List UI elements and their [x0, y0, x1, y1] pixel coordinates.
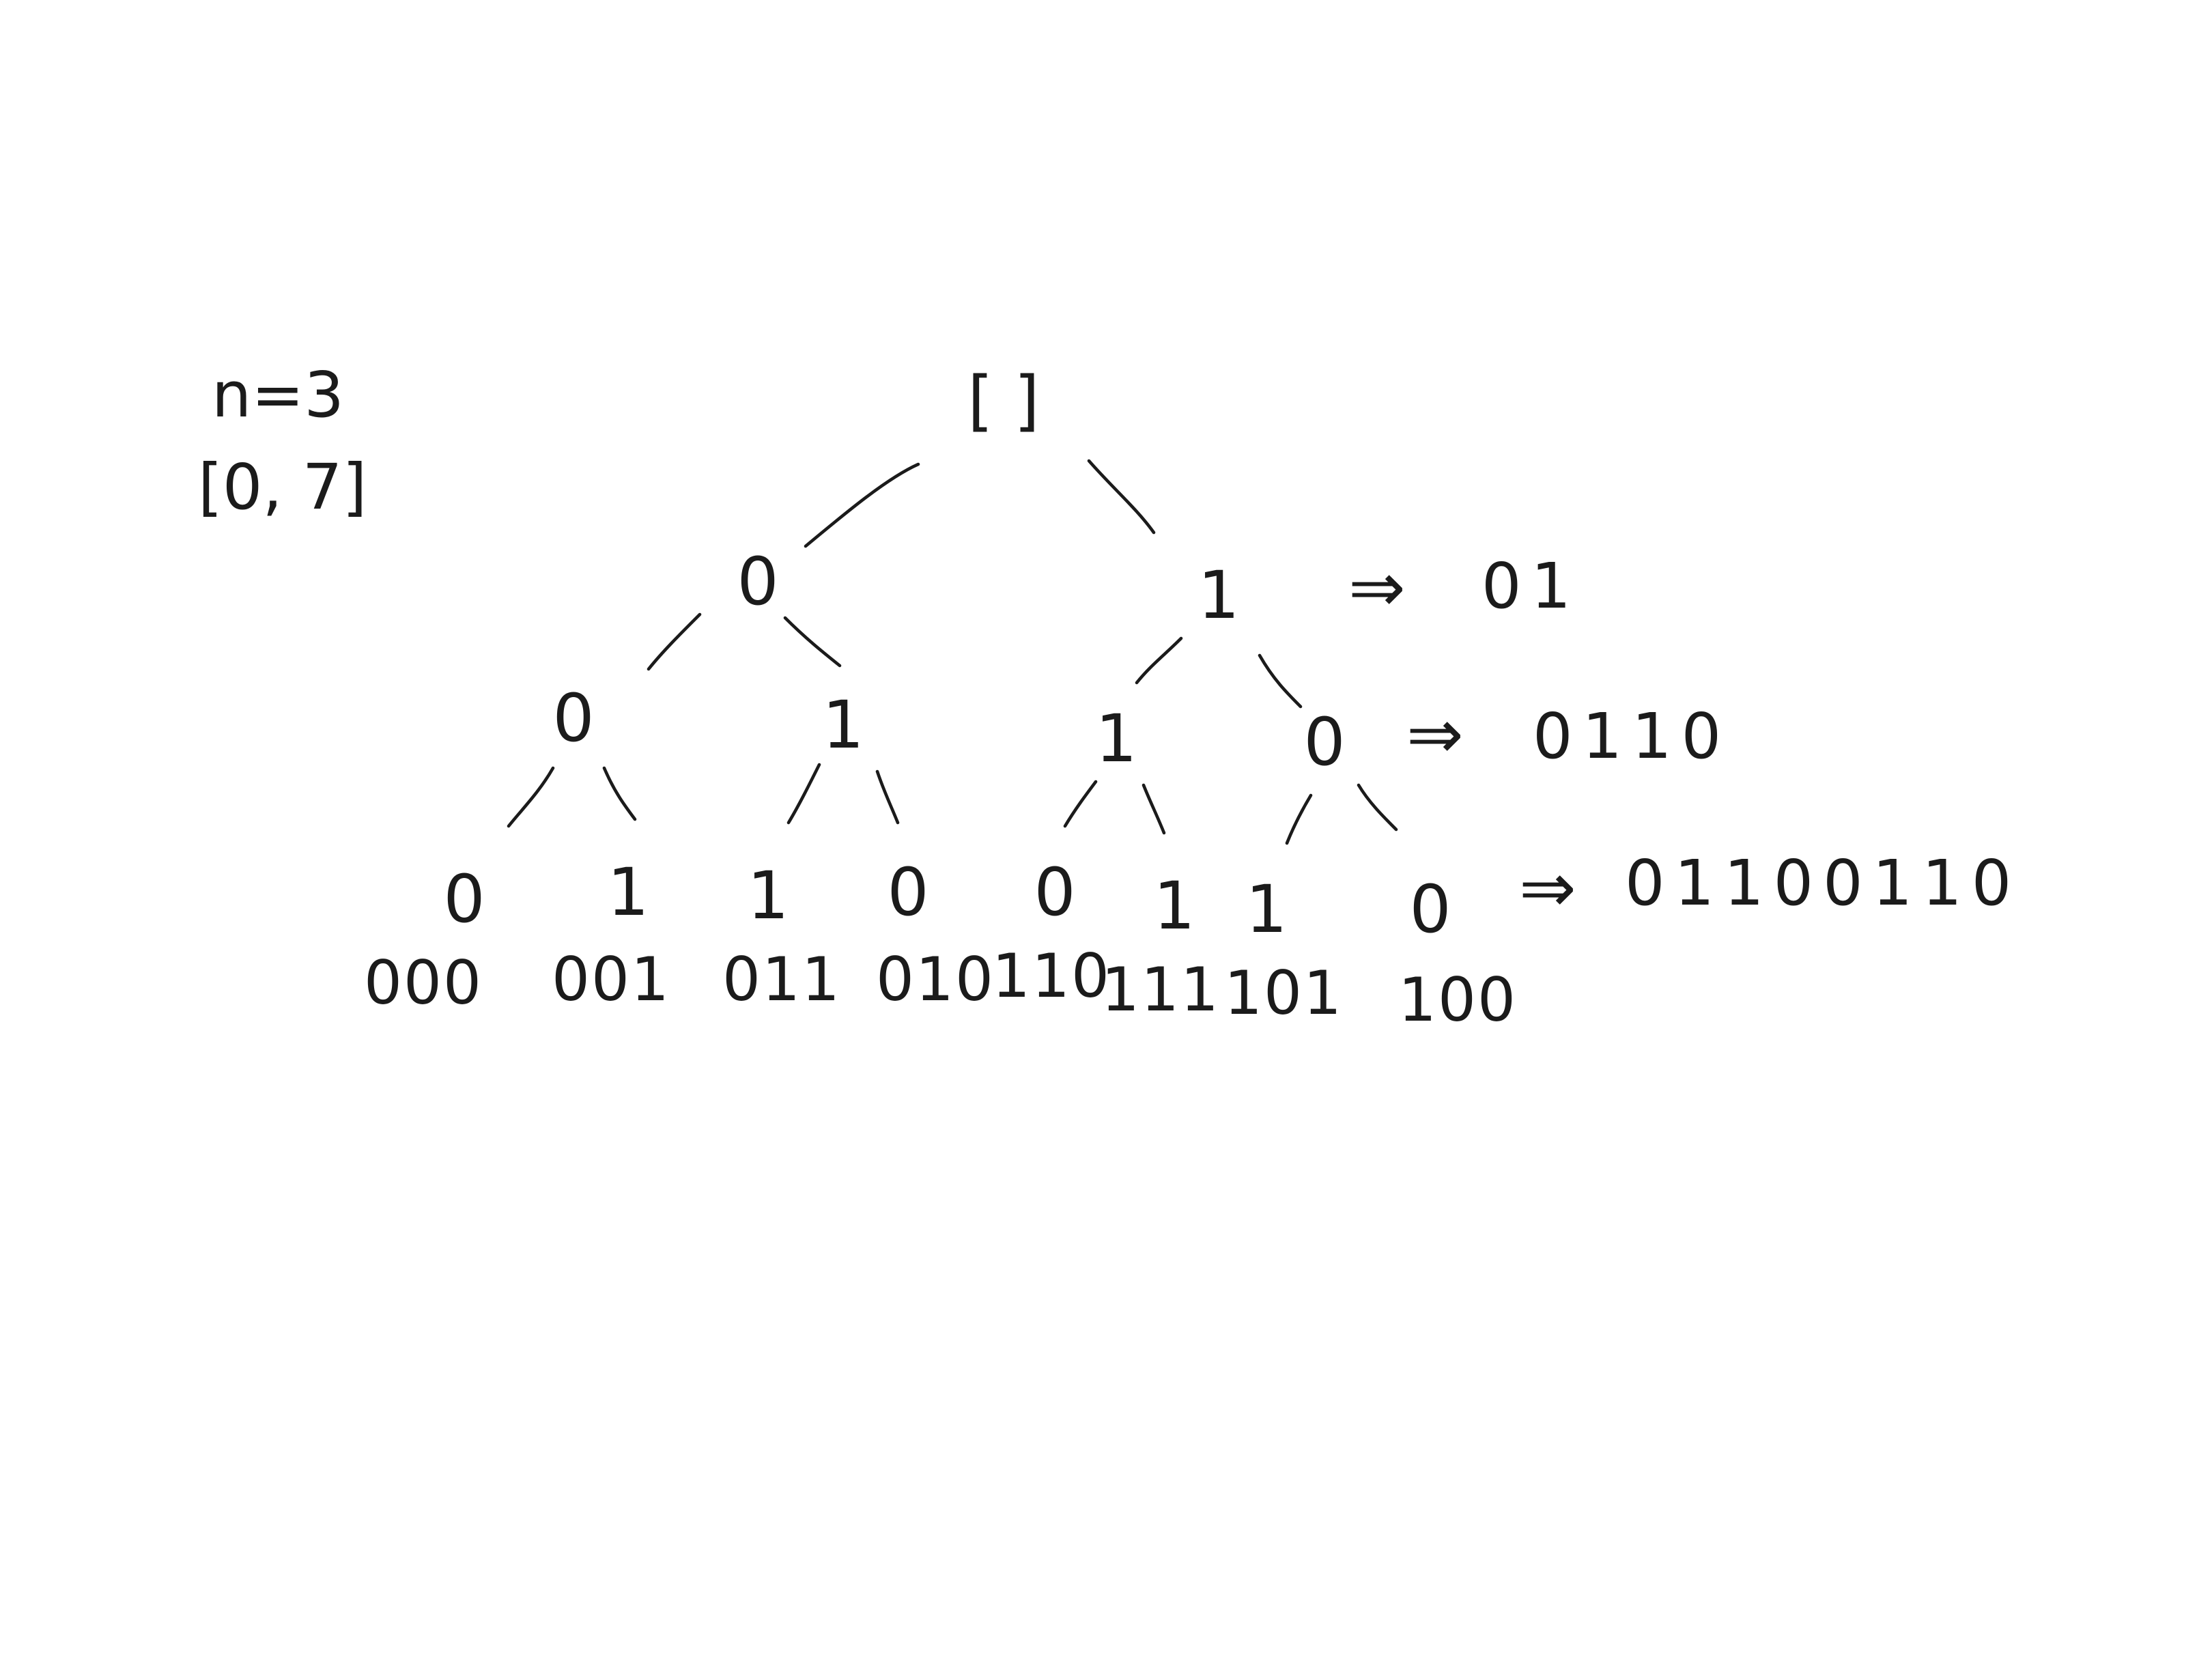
- leaf-code-2: 011: [722, 944, 841, 1015]
- leaf-node-0: 0: [443, 861, 485, 937]
- level2-node-1: 1: [822, 687, 864, 763]
- leaf-node-4: 0: [1034, 854, 1075, 931]
- leaf-node-1: 1: [607, 854, 649, 931]
- edge-l1b-l2d: [1258, 653, 1303, 709]
- level2-node-2: 1: [1095, 700, 1137, 777]
- level2-node-3: 0: [1303, 704, 1345, 780]
- leaf-code-4: 110: [992, 941, 1111, 1011]
- edge-l1b-l2c: [1135, 636, 1183, 685]
- edge-l2b-l3c: [786, 763, 821, 825]
- leaf-node-3: 0: [887, 854, 928, 931]
- leaf-code-5: 111: [1101, 954, 1220, 1025]
- edge-root-left: [804, 462, 920, 548]
- note-range: [0, 7]: [198, 451, 367, 524]
- result-sequence-level2: 0110: [1533, 700, 1731, 773]
- level1-node-1: 1: [1197, 557, 1239, 634]
- result-sequence-level3: 01100110: [1625, 847, 2021, 920]
- edge-l2d-l3g: [1285, 793, 1313, 845]
- leaf-node-6: 1: [1245, 871, 1287, 948]
- result-arrow-level2: ⇒: [1406, 694, 1464, 774]
- leaf-code-0: 000: [364, 948, 483, 1018]
- edge-l1a-l2a: [647, 612, 702, 671]
- edge-l2c-l3f: [1142, 783, 1166, 835]
- edge-l2b-l3d: [875, 769, 900, 825]
- edge-l2a-l3a: [507, 766, 555, 828]
- leaf-node-7: 0: [1409, 871, 1451, 948]
- edge-l1a-l2b: [783, 616, 842, 668]
- leaf-node-5: 1: [1153, 868, 1195, 944]
- edge-l2d-l3h: [1357, 783, 1398, 832]
- result-arrow-level1: ⇒: [1348, 548, 1406, 627]
- tree-root: [ ]: [967, 363, 1039, 439]
- level2-node-0: 0: [552, 680, 594, 756]
- edge-root-right: [1087, 459, 1156, 535]
- leaf-code-7: 100: [1398, 965, 1517, 1035]
- edge-l2a-l3b: [602, 766, 637, 821]
- result-sequence-level1: 01: [1481, 550, 1580, 623]
- edge-l2c-l3e: [1063, 780, 1098, 828]
- level1-node-0: 0: [737, 543, 778, 620]
- leaf-code-1: 001: [552, 944, 670, 1015]
- leaf-code-3: 010: [876, 944, 995, 1015]
- leaf-code-6: 101: [1224, 958, 1343, 1028]
- note-n-value: n=3: [212, 358, 344, 431]
- result-arrow-level3: ⇒: [1519, 848, 1576, 928]
- leaf-node-2: 1: [747, 857, 789, 934]
